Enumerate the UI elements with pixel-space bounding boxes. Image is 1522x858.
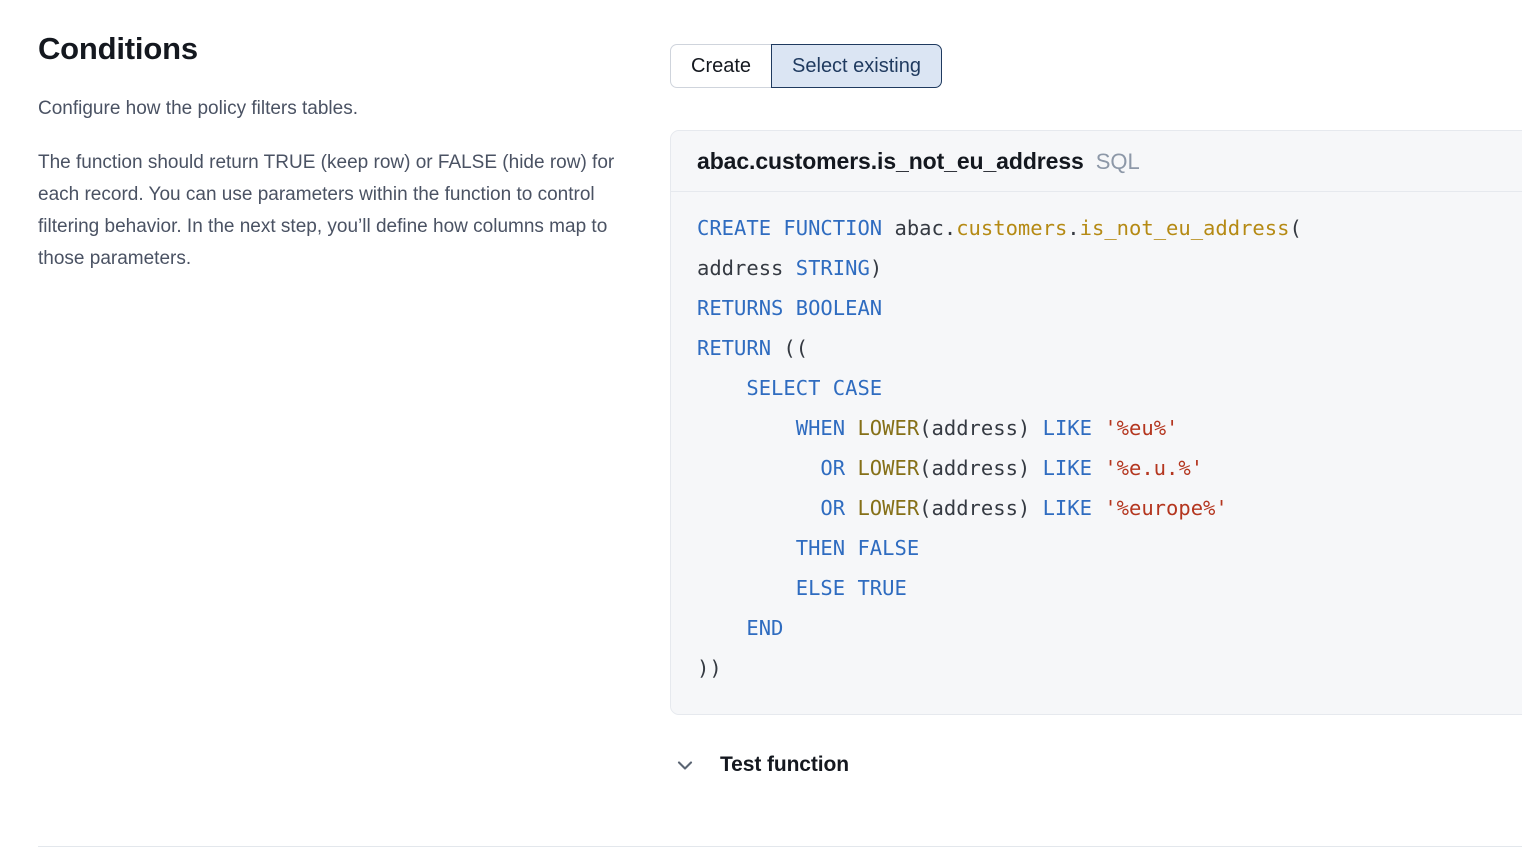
panel-description-1: Configure how the policy filters tables. — [38, 98, 358, 120]
function-preview-card: abac.customers.is_not_eu_address SQL CRE… — [670, 130, 1522, 715]
tab-create[interactable]: Create — [670, 44, 773, 88]
conditions-panel: Conditions Configure how the policy filt… — [38, 30, 638, 297]
function-code-body: CREATE FUNCTION abac.customers.is_not_eu… — [671, 192, 1522, 714]
mode-segmented-control[interactable]: Create Select existing — [670, 44, 942, 88]
page-title: Conditions — [38, 31, 198, 66]
sql-code: CREATE FUNCTION abac.customers.is_not_eu… — [697, 216, 1302, 680]
chevron-down-icon[interactable] — [672, 752, 698, 778]
function-card-header: abac.customers.is_not_eu_address SQL — [671, 131, 1522, 192]
section-divider — [38, 846, 1522, 847]
function-language-label: SQL — [1095, 149, 1140, 174]
function-name: abac.customers.is_not_eu_address — [697, 148, 1084, 174]
panel-description-2: The function should return TRUE (keep ro… — [38, 152, 615, 270]
tab-select-existing[interactable]: Select existing — [771, 44, 942, 88]
test-function-label: Test function — [720, 753, 849, 776]
test-function-accordion[interactable]: Test function — [672, 752, 849, 778]
